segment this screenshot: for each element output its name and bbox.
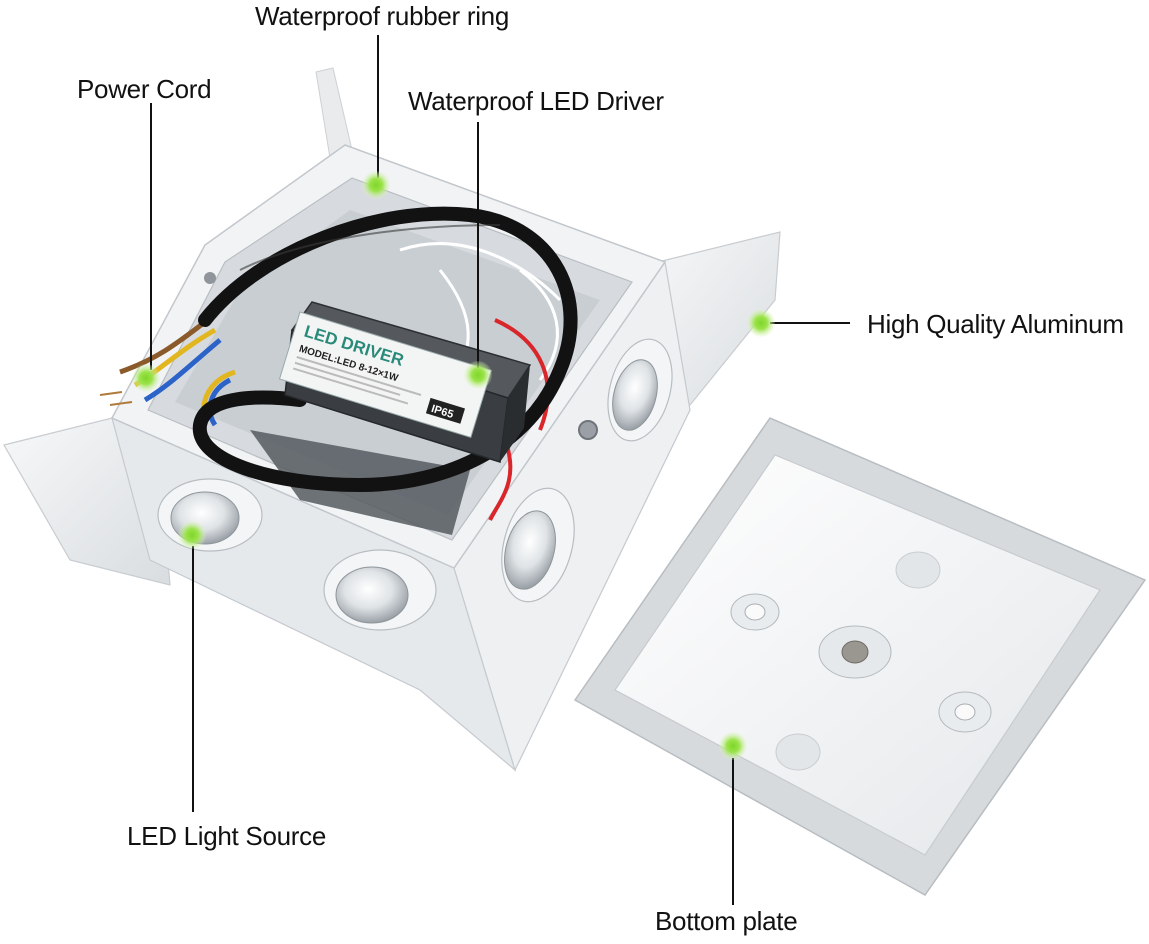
marker-aluminum — [747, 309, 775, 337]
marker-dots — [132, 171, 775, 760]
bottom-plate — [573, 417, 1147, 896]
label-waterproof-led-driver: Waterproof LED Driver — [408, 86, 664, 116]
led-driver-box: LED DRIVER MODEL:LED 8-12×1W IP65 — [278, 301, 532, 463]
label-led-light-source: LED Light Source — [127, 821, 326, 851]
label-bottom-plate: Bottom plate — [655, 906, 798, 936]
marker-light-source — [178, 521, 206, 549]
callout-lines — [150, 35, 850, 905]
label-power-cord: Power Cord — [77, 74, 212, 104]
label-waterproof-rubber-ring: Waterproof rubber ring — [255, 1, 509, 31]
marker-bottom-plate — [719, 732, 747, 760]
marker-led-driver — [464, 361, 492, 389]
label-high-quality-aluminum: High Quality Aluminum — [867, 309, 1124, 339]
marker-power-cord — [132, 364, 160, 392]
marker-rubber-ring — [362, 171, 390, 199]
main-housing: LED DRIVER MODEL:LED 8-12×1W IP65 — [3, 67, 781, 772]
